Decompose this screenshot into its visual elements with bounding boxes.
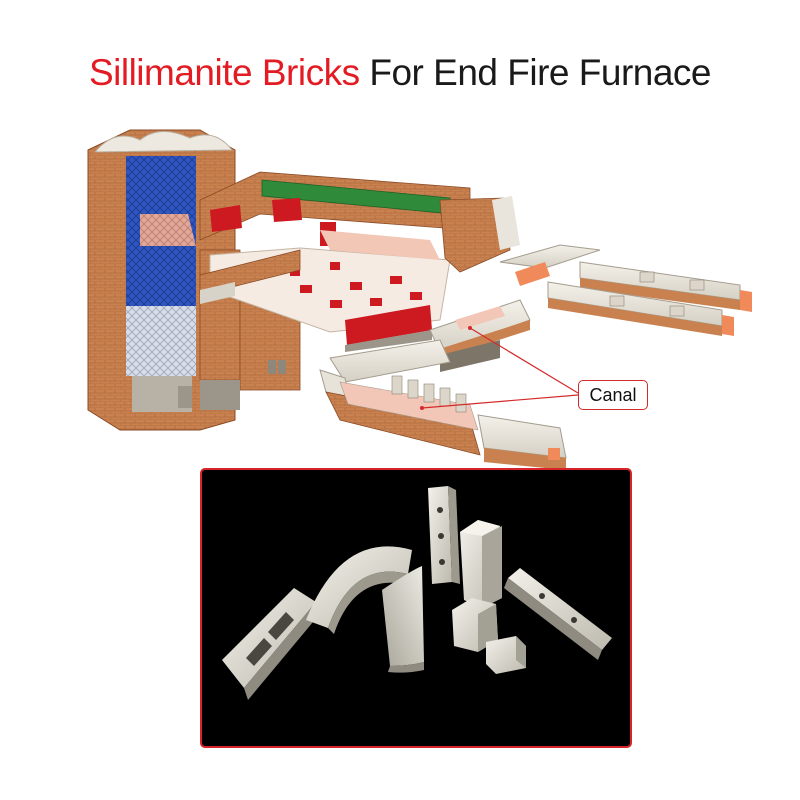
hex-column-piece: [460, 520, 502, 608]
flat-slab-piece: [504, 568, 612, 660]
regenerator-tower: [87, 129, 301, 431]
small-cube-piece: [486, 636, 526, 674]
curved-block-piece: [382, 566, 424, 673]
forehearth-branches: [499, 244, 752, 336]
post-brick-piece: [428, 486, 460, 584]
throat-block: [345, 305, 432, 345]
canal-callout-label: Canal: [578, 380, 648, 410]
arch-brick-piece: [306, 546, 412, 634]
melting-tank: [199, 171, 520, 352]
title-rest: For End Fire Furnace: [369, 52, 712, 93]
page-title: Sillimanite Bricks For End Fire Furnace: [0, 52, 800, 94]
brick-samples-photo: [200, 468, 632, 748]
canal-pointer-lines: [420, 326, 579, 410]
title-highlight: Sillimanite Bricks: [88, 52, 360, 93]
canal-forehearth: [319, 299, 567, 470]
slotted-brick-piece: [222, 588, 318, 700]
hex-block-piece: [452, 598, 498, 652]
canal-label: Canal: [589, 384, 637, 405]
